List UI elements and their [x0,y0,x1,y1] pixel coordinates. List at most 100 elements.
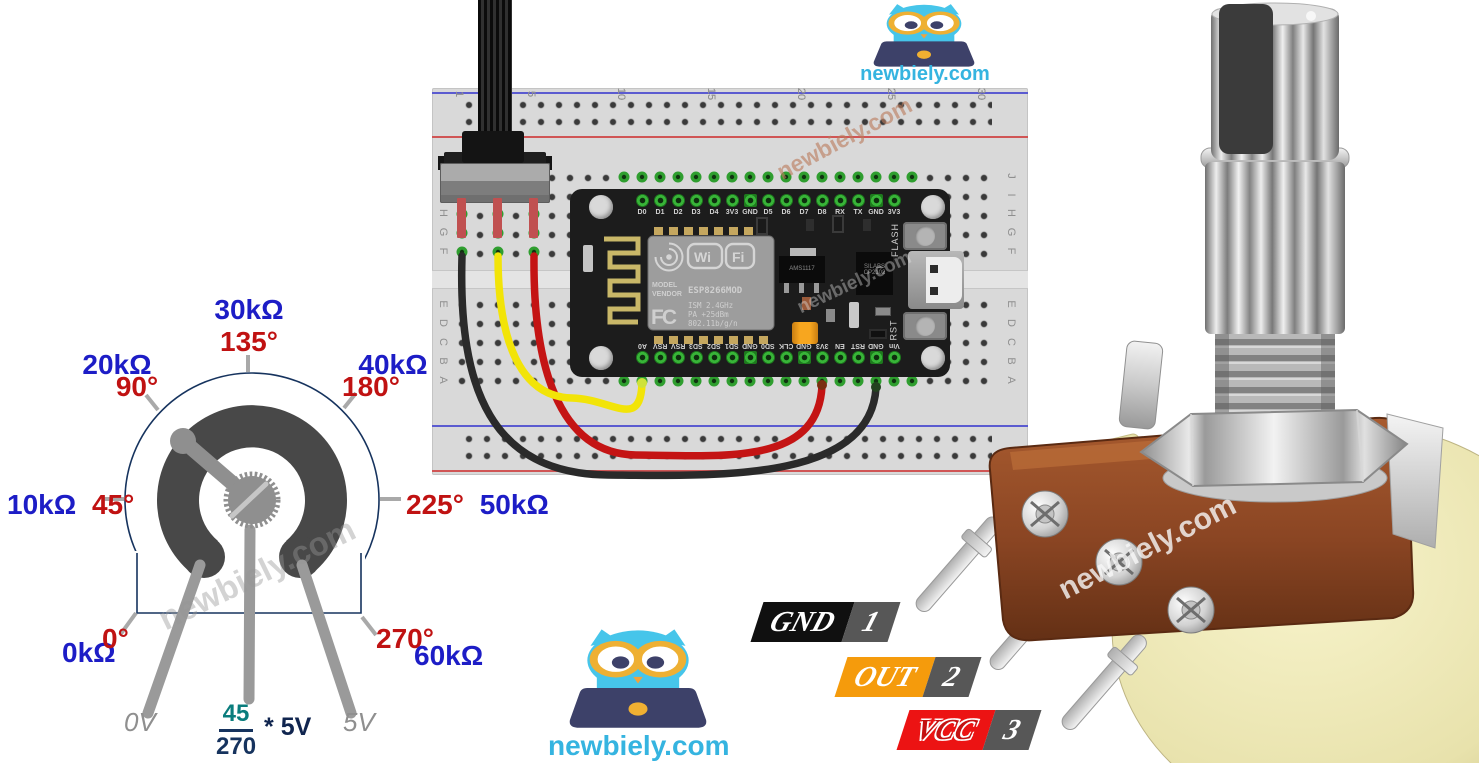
esp8266-nodemcu-board: D0 D1 D2 D3 D4 3V3 GND D5 [570,189,964,377]
pin-pad [887,194,901,207]
reset-button [903,312,947,340]
pin-pad [707,351,721,364]
esp-pin: RX [833,194,847,217]
pin-badge-label: GND [750,602,855,642]
esp-pin: D2 [671,194,685,217]
smd-resistor [802,297,811,310]
esp-pin: 3V3 [725,194,739,217]
pin-label: D5 [763,209,773,216]
esp-pin: D0 [635,194,649,217]
smd-component [832,215,844,233]
mounting-hole [921,346,945,370]
regulator-leg [799,283,804,293]
esp-pin: 3V3 [815,341,829,364]
flash-button [903,222,947,250]
pot-pin-1 [457,198,466,238]
newbiely-owl-logo [562,626,714,730]
pin-badge: VCC 3 [896,710,1042,750]
esp-pin: D4 [707,194,721,217]
pin-pad [833,351,847,364]
formula-fraction: 45 270 [216,700,257,760]
module-model-text: MODEL [652,282,678,289]
regulator-leg [784,283,789,293]
terminal-5v-label: 5V [343,707,375,737]
power-rail-red-line [432,136,1028,138]
pot-shaft [478,0,512,140]
pot-collar [462,131,524,163]
pin-label: D8 [817,209,827,216]
pot-pin-2 [493,198,502,238]
esp-pin: CLK [779,341,793,364]
mounting-hole [589,346,613,370]
wifi-logo-fi: Fi [732,249,744,265]
label-angle-180: 180° [342,371,400,402]
pin-badge-label: OUT [834,657,936,697]
gauge-wiper-tip [170,428,196,454]
esp-pin: D7 [797,194,811,217]
pin-pad [653,194,667,207]
newbiely-logo-text: newbiely.com [548,730,730,761]
hex-nut [1139,408,1409,488]
pin-label: GND [868,209,884,216]
pin-label: RX [835,209,845,216]
gauge-drawing [103,355,401,719]
label-angle-270: 270° [376,623,434,654]
column-number: 15 [705,87,718,101]
shaft-slot [1219,4,1273,154]
pin-badge-label: VCC [896,710,996,750]
pin-pad [869,351,883,364]
pin-pad [851,194,865,207]
potentiometer-photo: newbiely.com [915,2,1479,763]
pin-badge: OUT 2 [834,657,982,697]
pin-pad [797,194,811,207]
usb-serial-chip: SILABS CP2102 [856,252,893,295]
esp-pin: RST [851,341,865,364]
regulator-label: AMS1117 [789,266,815,272]
pin-label: D0 [637,209,647,216]
pin-pad [653,351,667,364]
pin-label: D2 [673,209,683,216]
row-letter: C [437,338,449,346]
pin-pad [887,351,901,364]
pin-pad [635,194,649,207]
pin-pad [689,194,703,207]
pot-pin-3 [529,198,538,238]
pin-pad [815,351,829,364]
esp12-module: Wi Fi MODEL VENDOR ESP8266MOD FC ISM 2.4… [604,227,775,344]
esp-pin: D1 [653,194,667,217]
esp-pin: D3 [689,194,703,217]
label-resistance-60k: 60kΩ [414,640,484,671]
pin-pad [869,194,883,207]
esp-pin: D8 [815,194,829,217]
pin-pad [725,194,739,207]
pin-label: D1 [655,209,665,216]
voltage-formula: 45 270 * 5V [216,700,312,760]
row-letter: D [437,319,449,327]
pot-rivet [1021,490,1069,538]
mounting-hole [921,195,945,219]
pin-pad [671,194,685,207]
pin-pad [851,351,865,364]
esp-pin: TX [851,194,865,217]
label-resistance-30k: 30kΩ [214,294,284,325]
pin-pad [707,194,721,207]
label-angle-90: 90° [115,371,159,402]
label-45deg-10k: 10kΩ 45° [7,489,135,520]
label-225deg-50k: 225° 50kΩ [406,489,549,520]
usb-chip-text: CP2102 [863,270,886,276]
mounting-hole [589,195,613,219]
power-rail-blue-line [432,92,1028,94]
module-vendor-text: VENDOR [652,291,682,298]
module-spec1: ISM 2.4GHz [688,301,733,310]
pin-pad [635,351,649,364]
esp-pin: GND [742,194,758,217]
pin-label: TX [853,209,863,216]
smd-component [863,219,871,231]
gauge-ticks [103,355,401,637]
esp-pin: D6 [779,194,793,217]
smd-component [583,245,593,272]
row-letter: F [437,247,449,255]
pin-pad [815,194,829,207]
label-resistance-40k: 40kΩ [358,349,428,380]
